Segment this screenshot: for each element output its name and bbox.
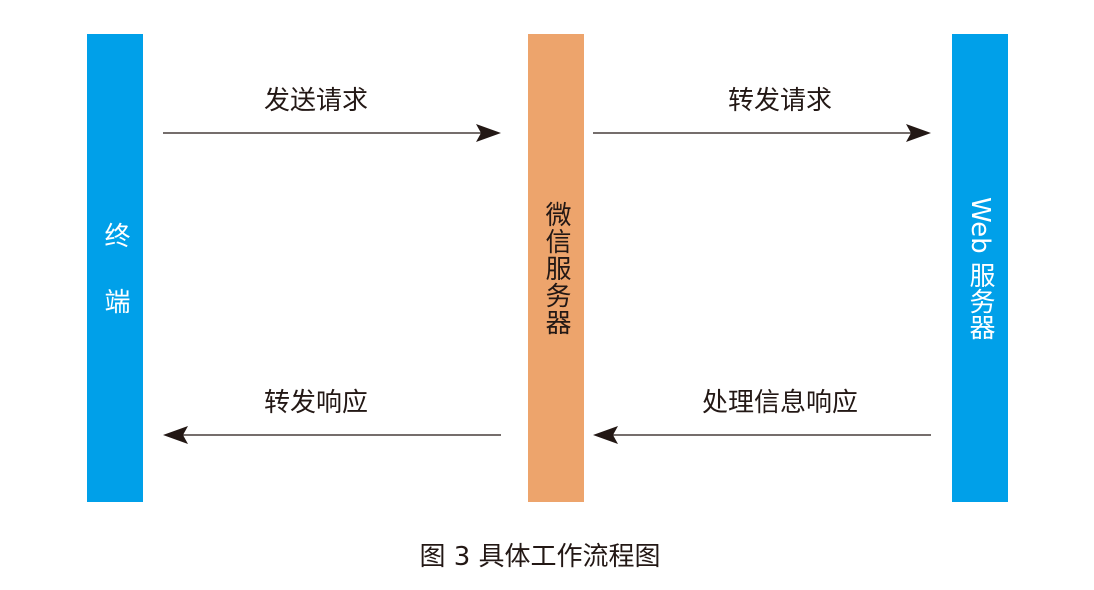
terminal-lane: 终端 <box>87 34 143 502</box>
forward-request-label: 转发请求 <box>727 86 833 116</box>
forward-response-label: 转发响应 <box>263 388 369 418</box>
arrow-forward-response <box>163 426 501 444</box>
arrow-process-response <box>593 426 931 444</box>
wechat-server-lane: 微信服务器 <box>528 34 584 502</box>
web-server-label: Web 服务器 <box>965 196 995 340</box>
arrow-forward-request <box>593 124 931 142</box>
terminal-label: 终端 <box>100 222 130 354</box>
figure-caption: 图 3 具体工作流程图 <box>419 542 661 572</box>
wechat-server-label: 微信服务器 <box>541 200 571 336</box>
web-server-lane: Web 服务器 <box>952 34 1008 502</box>
process-response-label: 处理信息响应 <box>701 388 859 418</box>
send-request-label: 发送请求 <box>263 86 369 116</box>
arrow-send-request <box>163 124 501 142</box>
